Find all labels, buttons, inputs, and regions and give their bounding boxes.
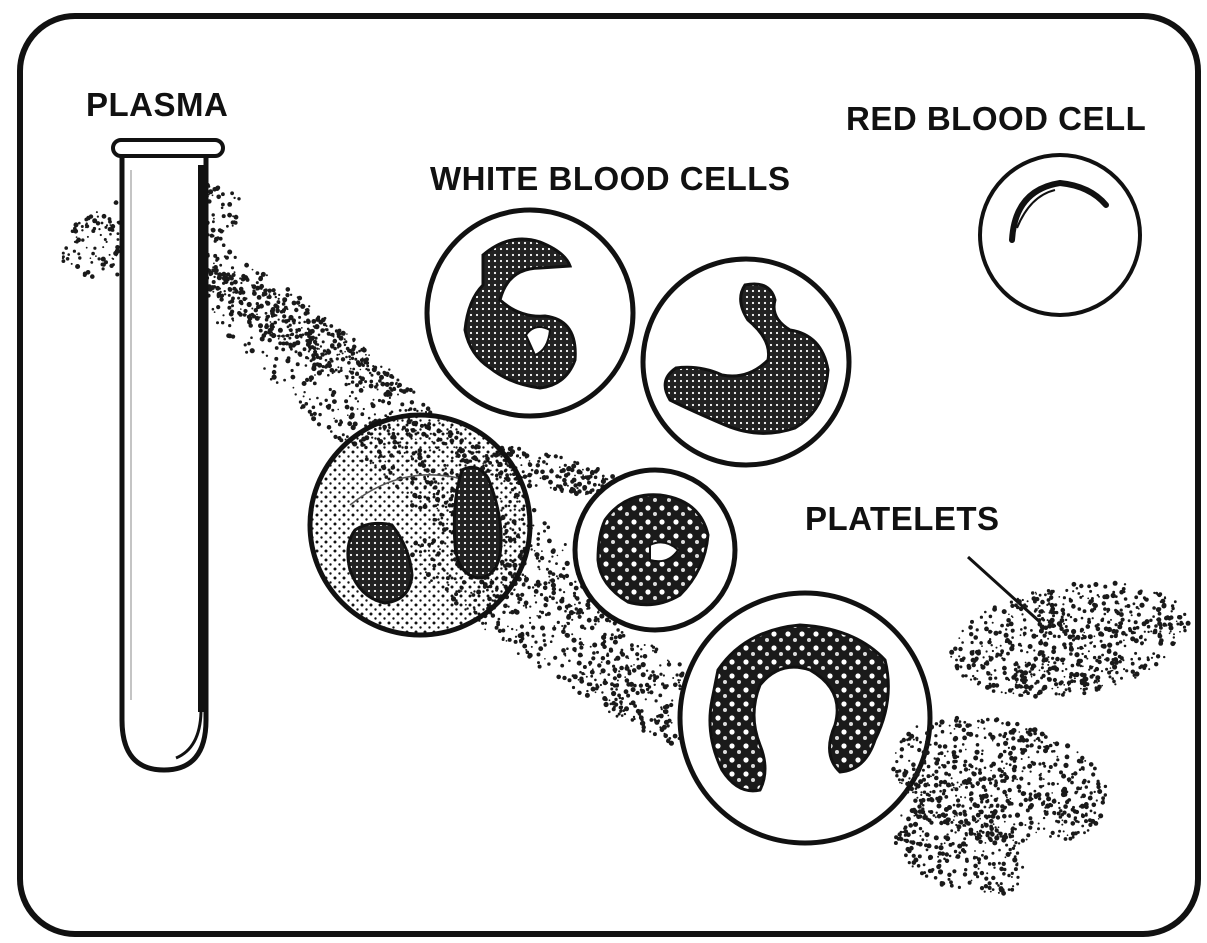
platelet-clusters xyxy=(891,581,1190,896)
white-blood-cell-5 xyxy=(680,593,930,843)
test-tube xyxy=(113,140,223,770)
white-blood-cell-4 xyxy=(575,470,735,630)
white-blood-cell-3 xyxy=(310,415,530,635)
white-blood-cell-2 xyxy=(643,259,849,465)
white-blood-cell-1 xyxy=(427,210,633,416)
white-blood-cells-label: WHITE BLOOD CELLS xyxy=(430,160,790,198)
plasma-label: PLASMA xyxy=(86,86,228,124)
red-blood-cell-label: RED BLOOD CELL xyxy=(846,100,1146,138)
platelets-label: PLATELETS xyxy=(805,500,1000,538)
red-blood-cell xyxy=(980,155,1140,315)
